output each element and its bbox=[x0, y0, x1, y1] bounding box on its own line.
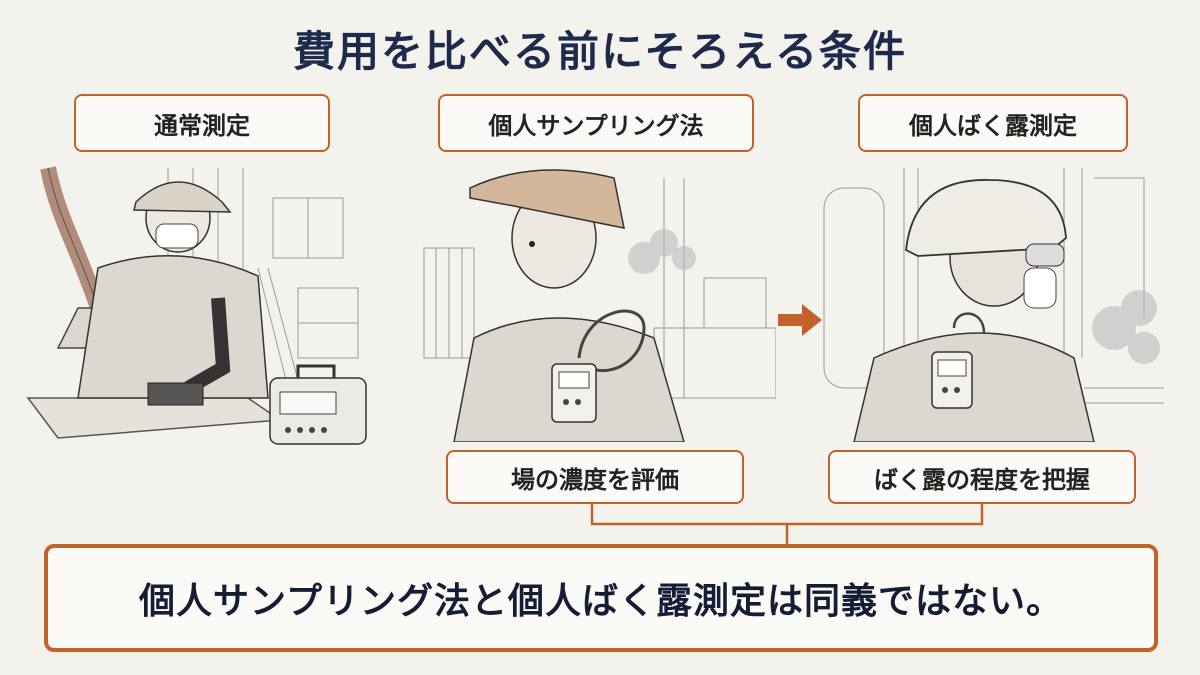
worker-personal-sampler-illustration bbox=[423, 169, 776, 442]
page-title: 費用を比べる前にそろえる条件 bbox=[293, 27, 907, 76]
purpose-left: 場の濃度を評価 bbox=[446, 450, 744, 504]
conclusion-box: 個人サンプリング法と個人ばく露測定は同義ではない。 bbox=[44, 544, 1158, 652]
label-personal-exposure: 個人ばく露測定 bbox=[858, 94, 1128, 152]
worker-sanding-illustration bbox=[26, 166, 367, 445]
label-normal-measurement: 通常測定 bbox=[74, 94, 330, 152]
arrow-right-icon bbox=[778, 304, 822, 336]
purpose-right: ばく露の程度を把握 bbox=[828, 450, 1136, 504]
label-personal-sampling: 個人サンプリング法 bbox=[438, 94, 754, 152]
worker-hardhat-exposure-illustration bbox=[823, 168, 1164, 442]
